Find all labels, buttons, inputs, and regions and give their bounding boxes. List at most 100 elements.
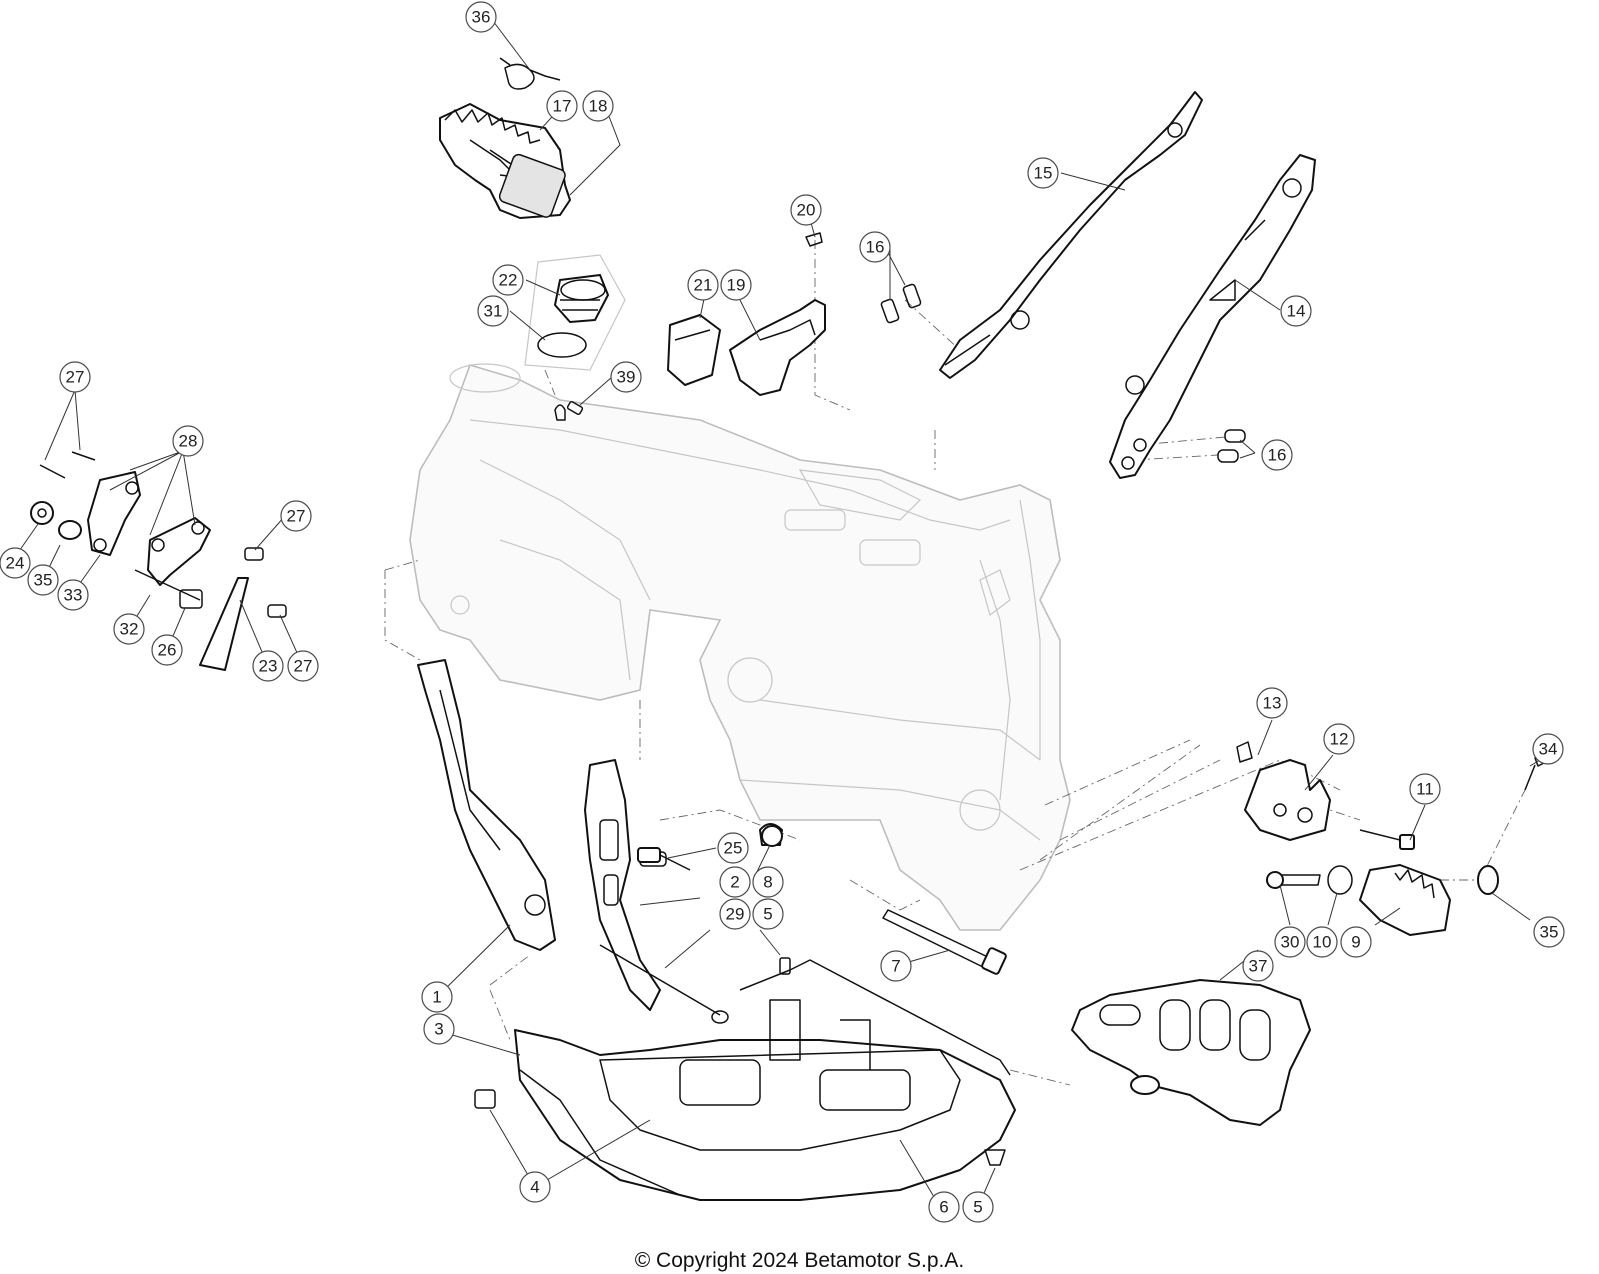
footpeg-top-assembly [439, 57, 571, 219]
svg-text:7: 7 [891, 957, 900, 976]
side-stand-1 [417, 659, 556, 951]
small-fasteners [566, 401, 783, 871]
left-bracket-assembly [30, 451, 287, 671]
callout-16a: 16 [859, 231, 891, 263]
svg-text:26: 26 [158, 641, 177, 660]
callout-6: 6 [928, 1191, 960, 1223]
svg-text:20: 20 [797, 201, 816, 220]
svg-text:33: 33 [64, 586, 83, 605]
callout-12: 12 [1323, 723, 1355, 755]
svg-text:19: 19 [727, 276, 746, 295]
skid-plate [474, 957, 1016, 1201]
bracket-19-21 [667, 232, 826, 396]
svg-text:2: 2 [730, 873, 739, 892]
callout-29: 29 [719, 898, 751, 930]
callout-17: 17 [546, 90, 578, 122]
chain-guide-15 [939, 91, 1203, 379]
svg-text:24: 24 [6, 554, 25, 573]
callout-28: 28 [172, 425, 204, 457]
callout-24: 24 [0, 547, 31, 579]
callout-22: 22 [492, 264, 524, 296]
svg-text:1: 1 [432, 988, 441, 1007]
callout-18: 18 [582, 90, 614, 122]
svg-text:28: 28 [179, 432, 198, 451]
callout-11: 11 [1409, 773, 1441, 805]
callout-2: 2 [719, 866, 751, 898]
callout-3: 3 [423, 1013, 455, 1045]
svg-text:25: 25 [724, 839, 743, 858]
callout-37: 37 [1242, 950, 1274, 982]
svg-text:6: 6 [939, 1198, 948, 1217]
callout-35b: 35 [1533, 916, 1565, 948]
svg-text:12: 12 [1330, 730, 1349, 749]
svg-text:27: 27 [66, 368, 85, 387]
callout-4: 4 [519, 1171, 551, 1203]
svg-text:16: 16 [866, 238, 885, 257]
callout-30: 30 [1274, 926, 1306, 958]
callout-19: 19 [720, 269, 752, 301]
svg-text:31: 31 [484, 302, 503, 321]
bolt-7 [882, 909, 1007, 975]
copyright-notice: © Copyright 2024 Betamotor S.p.A. [634, 1249, 965, 1272]
svg-text:27: 27 [287, 507, 306, 526]
svg-text:37: 37 [1249, 957, 1268, 976]
chain-guide-14 [880, 154, 1316, 479]
callout-10: 10 [1306, 926, 1338, 958]
svg-text:13: 13 [1263, 694, 1282, 713]
svg-text:21: 21 [694, 276, 713, 295]
svg-text:36: 36 [472, 8, 491, 27]
svg-text:15: 15 [1034, 164, 1053, 183]
callout-9: 9 [1340, 926, 1372, 958]
callout-35a: 35 [27, 564, 59, 596]
svg-text:32: 32 [120, 620, 139, 639]
svg-text:16: 16 [1268, 446, 1287, 465]
svg-text:10: 10 [1313, 933, 1332, 952]
callout-33: 33 [57, 579, 89, 611]
callout-36: 36 [465, 1, 497, 33]
svg-text:17: 17 [553, 97, 572, 116]
callout-26: 26 [151, 634, 183, 666]
skid-plate-37 [1071, 979, 1311, 1126]
callout-20: 20 [790, 194, 822, 226]
svg-text:4: 4 [530, 1178, 539, 1197]
footpeg-right-assembly [1236, 741, 1551, 936]
callouts: 36 17 18 15 20 22 31 21 19 16 14 39 27 2… [0, 1, 1565, 1223]
svg-text:23: 23 [259, 657, 278, 676]
svg-text:8: 8 [763, 873, 772, 892]
svg-text:39: 39 [617, 368, 636, 387]
main-frame [409, 363, 1071, 931]
callout-25: 25 [717, 832, 749, 864]
svg-text:5: 5 [973, 1198, 982, 1217]
callout-23: 23 [252, 650, 284, 682]
svg-text:22: 22 [499, 271, 518, 290]
callout-5b: 5 [962, 1191, 994, 1223]
callout-21: 21 [687, 269, 719, 301]
oil-cap-assembly [524, 254, 626, 421]
svg-text:11: 11 [1416, 780, 1434, 799]
callout-34: 34 [1532, 733, 1564, 765]
callout-16b: 16 [1261, 439, 1293, 471]
callout-27a: 27 [59, 361, 91, 393]
svg-text:9: 9 [1351, 933, 1360, 952]
svg-text:5: 5 [763, 905, 772, 924]
callout-14: 14 [1280, 295, 1312, 327]
svg-text:35: 35 [34, 571, 53, 590]
callout-5a: 5 [752, 898, 784, 930]
svg-text:14: 14 [1287, 302, 1306, 321]
callout-8: 8 [752, 866, 784, 898]
callout-7: 7 [880, 950, 912, 982]
svg-text:27: 27 [294, 657, 313, 676]
callout-32: 32 [113, 613, 145, 645]
svg-text:30: 30 [1281, 933, 1300, 952]
callout-1: 1 [421, 981, 453, 1013]
svg-text:34: 34 [1539, 740, 1558, 759]
svg-text:18: 18 [589, 97, 608, 116]
callout-39: 39 [610, 361, 642, 393]
callout-27b: 27 [280, 500, 312, 532]
callout-15: 15 [1027, 157, 1059, 189]
svg-text:35: 35 [1540, 923, 1559, 942]
callout-13: 13 [1256, 687, 1288, 719]
svg-text:29: 29 [726, 905, 745, 924]
callout-31: 31 [477, 295, 509, 327]
